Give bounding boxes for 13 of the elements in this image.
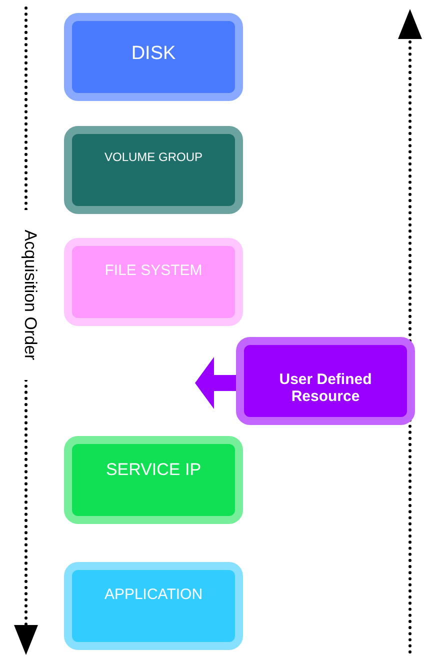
box-label: VOLUME GROUP [103, 150, 204, 164]
box-label: SERVICE IP [104, 460, 202, 480]
process-box [64, 562, 243, 650]
process-box [236, 337, 415, 425]
process-box [64, 436, 243, 524]
box-label: APPLICATION [103, 586, 204, 603]
box-label: FILE SYSTEM [104, 262, 204, 279]
process-box [64, 126, 243, 214]
storage-box [64, 13, 243, 101]
axis-label: Acquisition Order [20, 210, 40, 380]
box-label: DISK [130, 43, 177, 65]
box-label: User Defined Resource [278, 371, 373, 405]
process-box [64, 238, 243, 326]
